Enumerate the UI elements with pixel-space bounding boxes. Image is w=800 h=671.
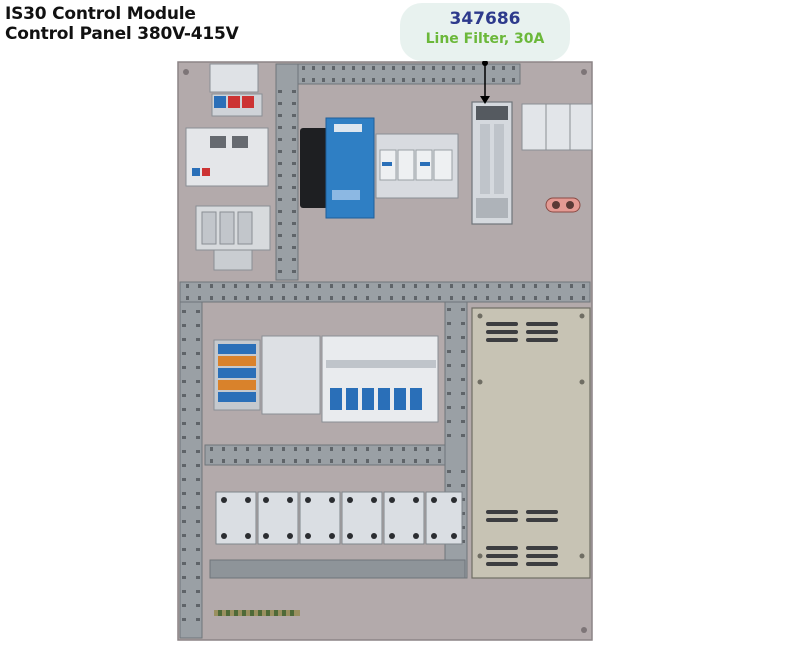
line-filter-347686	[471, 101, 513, 225]
terminal-block-rail	[213, 335, 439, 423]
controller-module-stack	[185, 63, 271, 271]
relay-row	[215, 491, 463, 545]
duct-slots	[182, 66, 585, 621]
fuse-holders-top-right	[521, 103, 593, 151]
line-filter-callout: 347686 Line Filter, 30A	[400, 3, 570, 61]
enclosure-cover	[471, 307, 591, 579]
diagram-title: IS30 Control Module Control Panel 380V-4…	[5, 4, 239, 44]
black-power-unit	[300, 128, 328, 208]
title-line-2: Control Panel 380V-415V	[5, 24, 239, 44]
part-number-label: 347686	[449, 9, 521, 29]
breaker-group-top	[375, 133, 459, 199]
title-line-1: IS30 Control Module	[5, 4, 196, 24]
ground-connector	[545, 197, 581, 213]
power-supply	[325, 117, 375, 219]
ground-bar	[214, 610, 300, 616]
part-description-label: Line Filter, 30A	[425, 31, 545, 47]
callout-leader-line	[480, 60, 490, 104]
